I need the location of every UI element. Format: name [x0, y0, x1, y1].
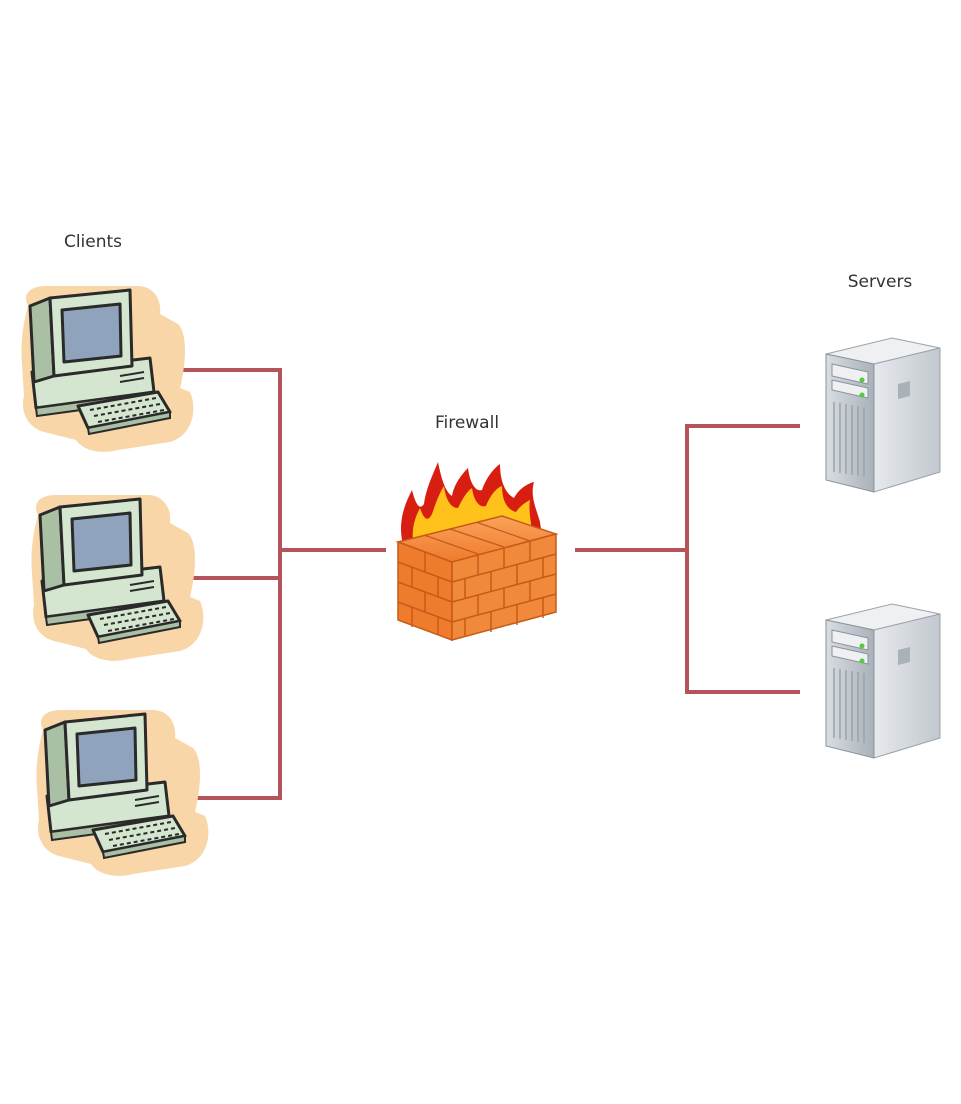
server-bus — [685, 424, 800, 694]
firewall-icon — [397, 461, 557, 641]
desktop-computer-icon — [29, 493, 205, 663]
server-tower-icon — [825, 337, 941, 493]
clients-label: Clients — [64, 232, 122, 252]
desktop-computer-icon — [34, 708, 210, 878]
connector-lines — [175, 368, 800, 800]
servers-label: Servers — [848, 272, 913, 292]
server-tower-icon — [825, 603, 941, 759]
desktop-computer-icon — [19, 284, 195, 454]
firewall-label: Firewall — [435, 413, 499, 433]
client-1-link — [175, 368, 282, 800]
